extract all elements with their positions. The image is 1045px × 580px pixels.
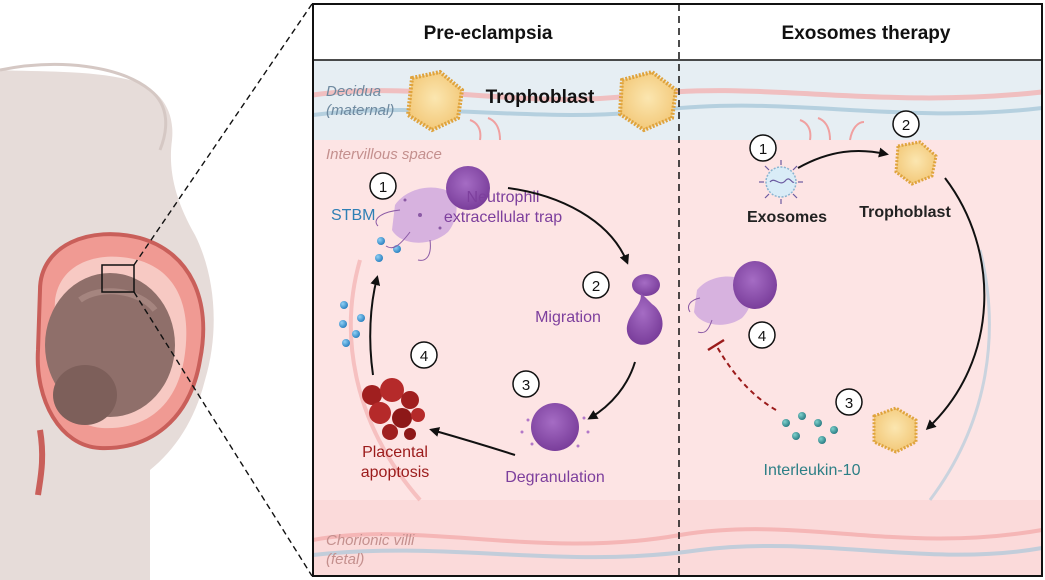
arrow-apoptosis-to-stbm xyxy=(369,275,381,376)
net-label-line1: Neutrophil xyxy=(467,189,540,206)
trophoblast-top-label: Trophoblast xyxy=(486,87,595,108)
interleukin-10-particles xyxy=(782,412,838,444)
migration-label: Migration xyxy=(535,309,601,326)
zoom-line-bottom xyxy=(133,291,313,577)
arrow-migration-to-degranulation xyxy=(587,361,636,420)
right-step-4: 4 xyxy=(748,321,776,349)
svg-text:2: 2 xyxy=(902,117,910,134)
inhibited-neutrophil-trap-cell xyxy=(687,261,777,334)
svg-text:1: 1 xyxy=(379,179,387,196)
right-step-3: 3 xyxy=(835,388,863,416)
right-step-1: 1 xyxy=(749,134,777,162)
chorionic-label-line2: (fetal) xyxy=(326,551,364,568)
arrow-degranulation-to-apoptosis xyxy=(429,427,516,456)
right-step-2: 2 xyxy=(892,110,920,138)
decidua-label-line1: Decidua xyxy=(326,83,381,100)
trophoblast-right-label: Trophoblast xyxy=(859,204,951,221)
intervillous-label: Intervillous space xyxy=(326,146,442,163)
exosome-particle xyxy=(759,160,803,204)
svg-text:4: 4 xyxy=(420,348,428,365)
left-step-3: 3 xyxy=(512,370,540,398)
migrating-neutrophil-cell xyxy=(626,274,663,345)
net-label-line2: extracellular trap xyxy=(444,209,562,226)
pregnant-figure-illustration xyxy=(0,62,214,580)
left-step-4: 4 xyxy=(410,341,438,369)
apoptosis-label-line1: Placental xyxy=(362,444,428,461)
trophoblast-cell-left xyxy=(405,69,465,133)
decidua-label-line2: (maternal) xyxy=(326,102,394,119)
stbm-label: STBM xyxy=(331,207,375,224)
apoptosis-label-line2: apoptosis xyxy=(361,464,430,481)
svg-text:2: 2 xyxy=(592,278,600,295)
right-panel-title: Exosomes therapy xyxy=(782,23,951,44)
arrow-trophoblast-to-il10 xyxy=(925,177,986,431)
inhibition-bar xyxy=(707,338,725,352)
trophoblast-cell-step3 xyxy=(872,406,918,454)
left-step-2: 2 xyxy=(582,271,610,299)
interleukin-label: Interleukin-10 xyxy=(764,462,861,479)
trophoblast-cell-right xyxy=(617,69,679,133)
left-panel-title: Pre-eclampsia xyxy=(424,23,553,44)
zoom-line-top xyxy=(133,3,313,266)
neutrophil-extracellular-trap-cell xyxy=(375,166,490,261)
svg-text:3: 3 xyxy=(522,377,530,394)
exosomes-label: Exosomes xyxy=(747,209,827,226)
degranulation-label: Degranulation xyxy=(505,469,605,486)
stbm-particles-bottom xyxy=(339,301,365,347)
chorionic-label-line1: Chorionic villi xyxy=(326,532,415,549)
arrow-net-to-migration xyxy=(507,187,630,265)
arrow-exosome-to-trophoblast xyxy=(797,147,889,169)
svg-text:1: 1 xyxy=(759,141,767,158)
trophoblast-cell-step2 xyxy=(894,140,938,186)
svg-text:3: 3 xyxy=(845,395,853,412)
left-step-1: 1 xyxy=(369,172,397,200)
degranulating-neutrophil-cell xyxy=(520,403,590,451)
placental-apoptosis-cells xyxy=(362,378,425,440)
svg-text:4: 4 xyxy=(758,328,766,345)
inhibition-il10-to-net xyxy=(715,344,777,411)
